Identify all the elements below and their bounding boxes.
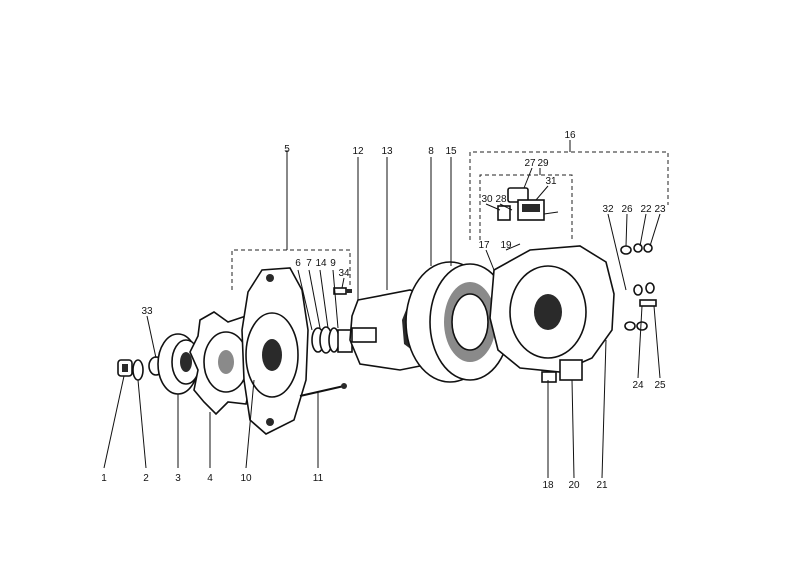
callout-1: 1 — [101, 473, 107, 484]
group-bracket-16 — [469, 140, 669, 240]
callout-26: 26 — [621, 204, 633, 215]
part-washer — [132, 359, 144, 381]
callout-23: 23 — [654, 204, 666, 215]
callout-15: 15 — [445, 146, 457, 157]
part-screw — [333, 287, 352, 295]
part-slip-ring-housing — [489, 245, 615, 381]
callout-12: 12 — [352, 146, 364, 157]
callout-17: 17 — [478, 240, 490, 251]
callout-9: 9 — [330, 258, 336, 269]
callout-25: 25 — [654, 380, 666, 391]
callout-14: 14 — [315, 258, 327, 269]
callout-34: 34 — [338, 268, 350, 279]
callout-22: 22 — [640, 204, 652, 215]
callout-5: 5 — [284, 144, 290, 155]
part-drive-end-housing — [241, 267, 309, 435]
callout-28: 28 — [495, 194, 507, 205]
part-terminal-stud — [541, 371, 557, 383]
leader-lines — [103, 157, 661, 479]
callout-33: 33 — [141, 306, 153, 317]
callout-16: 16 — [564, 130, 576, 141]
callout-labels: 1 2 3 4 10 11 18 20 21 33 5 6 7 14 9 34 … — [101, 130, 666, 491]
callout-27: 27 — [524, 158, 536, 169]
callout-13: 13 — [381, 146, 393, 157]
part-through-bolt — [299, 383, 347, 397]
callout-30: 30 — [481, 194, 493, 205]
callout-18: 18 — [542, 480, 554, 491]
callout-20: 20 — [568, 480, 580, 491]
part-regulator-assembly — [497, 187, 559, 221]
callout-29: 29 — [537, 158, 549, 169]
part-small-hardware — [624, 282, 657, 331]
callout-32: 32 — [602, 204, 614, 215]
callout-7: 7 — [306, 258, 312, 269]
callout-2: 2 — [143, 473, 149, 484]
group-bracket-5 — [231, 150, 351, 290]
callout-8: 8 — [428, 146, 434, 157]
callout-3: 3 — [175, 473, 181, 484]
callout-19: 19 — [500, 240, 512, 251]
part-stator — [405, 261, 511, 383]
callout-6: 6 — [295, 258, 301, 269]
callout-10: 10 — [240, 473, 252, 484]
callout-31: 31 — [545, 176, 557, 187]
callout-21: 21 — [596, 480, 608, 491]
part-bearing-stack — [311, 326, 353, 354]
callout-4: 4 — [207, 473, 213, 484]
part-nut — [117, 359, 133, 377]
callout-24: 24 — [632, 380, 644, 391]
callout-11: 11 — [313, 473, 324, 484]
